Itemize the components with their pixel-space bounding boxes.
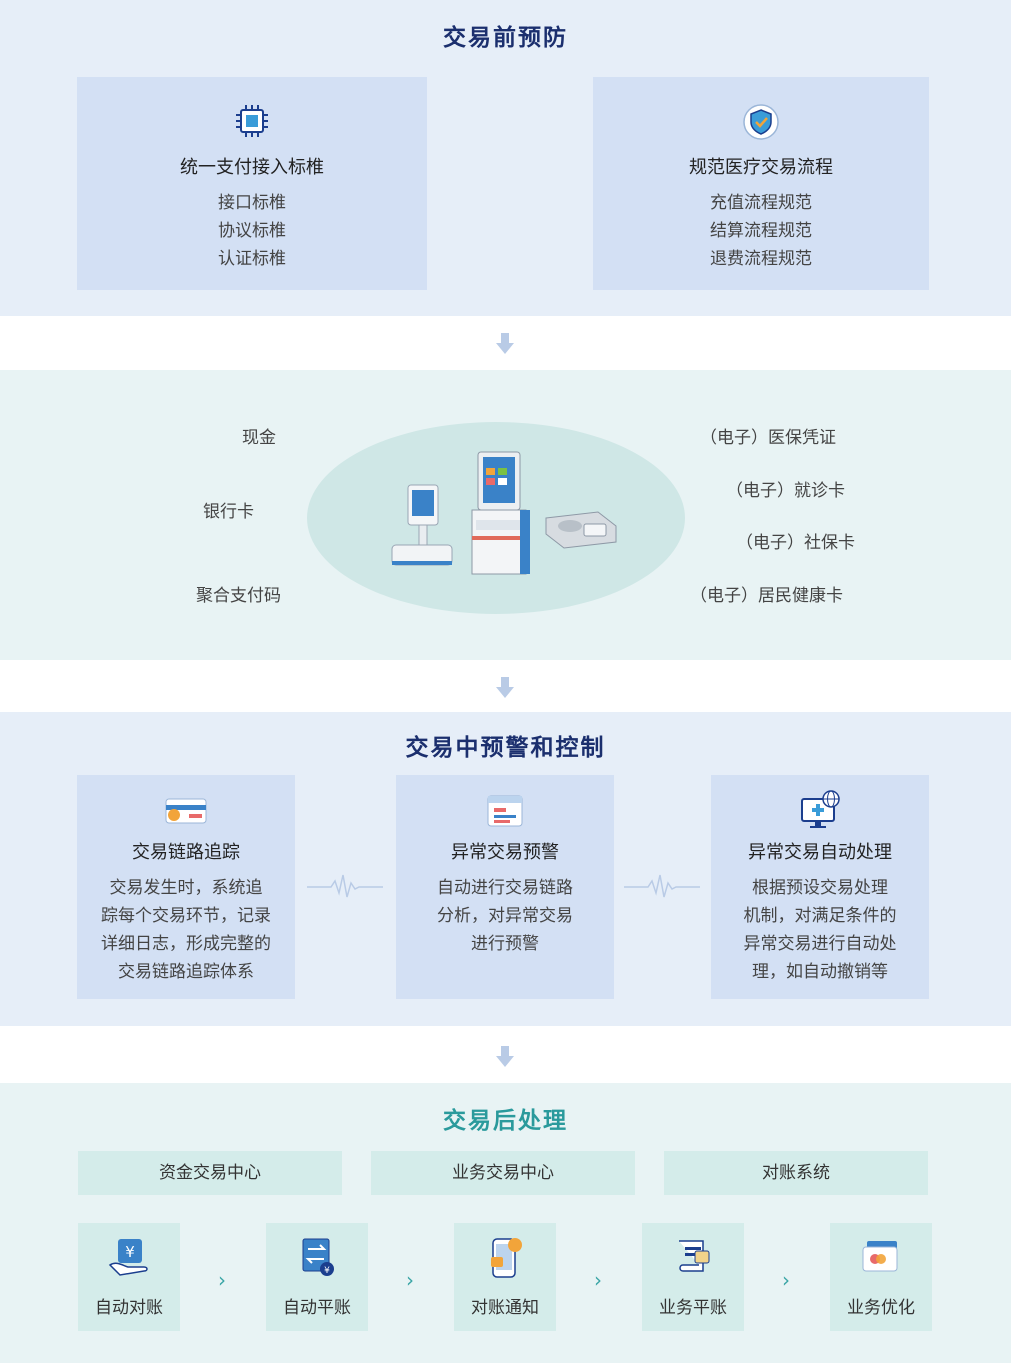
card-line: 退费流程规范 [710, 249, 812, 269]
card-title: 交易链路追踪 [132, 842, 240, 863]
card-line: 交易发生时，系统追 [109, 878, 263, 898]
card-line: 接口标椎 [218, 193, 286, 213]
system-box: 对账系统 [664, 1151, 928, 1195]
step-label: 业务优化 [847, 1298, 915, 1318]
step-auto-balance: ¥ 自动平账 [266, 1223, 368, 1331]
card-auto-handle: 异常交易自动处理 根据预设交易处理 机制，对满足条件的 异常交易进行自动处 理，… [711, 775, 929, 999]
payment-method-left: 银行卡 [203, 502, 254, 522]
card-line: 认证标椎 [218, 249, 286, 269]
card-line: 机制，对满足条件的 [743, 906, 897, 926]
card-warning: 异常交易预警 自动进行交易链路 分析，对异常交易 进行预警 [396, 775, 614, 999]
chevron-right-icon: › [218, 1268, 226, 1292]
down-arrow-icon [496, 333, 514, 354]
monitor-globe-icon [799, 789, 841, 835]
alert-window-icon [485, 793, 525, 833]
chevron-right-icon: › [782, 1268, 790, 1292]
card-line: 结算流程规范 [710, 221, 812, 241]
shield-check-icon [742, 103, 780, 145]
card-unified-payment: 统一支付接入标椎 接口标椎 协议标椎 认证标椎 [77, 77, 427, 290]
chevron-right-icon: › [406, 1268, 414, 1292]
card-trace: 交易链路追踪 交易发生时，系统追 踪每个交易环节，记录 详细日志，形成完整的 交… [77, 775, 295, 999]
card-line: 自动进行交易链路 [437, 878, 573, 898]
payment-method-left: 现金 [242, 428, 276, 448]
step-label: 自动对账 [95, 1298, 163, 1318]
card-line: 协议标椎 [218, 221, 286, 241]
yen-bag-icon: ¥ [106, 1235, 152, 1283]
step-label: 业务平账 [659, 1298, 727, 1318]
step-business-balance: 业务平账 [642, 1223, 744, 1331]
section-title-in: 交易中预警和控制 [405, 735, 606, 761]
system-box: 资金交易中心 [78, 1151, 342, 1195]
transfer-doc-icon: ¥ [297, 1235, 337, 1283]
section-title-pre: 交易前预防 [443, 25, 568, 51]
system-box: 业务交易中心 [371, 1151, 635, 1195]
card-title: 统一支付接入标椎 [180, 157, 324, 178]
step-business-optimize: 业务优化 [830, 1223, 932, 1331]
phone-notify-icon [485, 1235, 525, 1285]
payment-method-right: （电子）居民健康卡 [690, 586, 843, 606]
chip-icon [234, 103, 270, 143]
section-title-post: 交易后处理 [443, 1108, 568, 1134]
card-line: 分析，对异常交易 [437, 906, 573, 926]
card-line: 交易链路追踪体系 [118, 962, 254, 982]
payment-method-right: （电子）社保卡 [736, 533, 855, 553]
card-line: 踪每个交易环节，记录 [101, 906, 271, 926]
card-line: 进行预警 [471, 934, 539, 954]
card-medical-process: 规范医疗交易流程 充值流程规范 结算流程规范 退费流程规范 [593, 77, 929, 290]
down-arrow-icon [496, 677, 514, 698]
step-reconcile-notice: 对账通知 [454, 1223, 556, 1331]
step-label: 自动平账 [283, 1298, 351, 1318]
card-icon [163, 795, 209, 831]
pulse-wave-icon [307, 874, 383, 898]
card-line: 根据预设交易处理 [752, 878, 888, 898]
payment-method-right: （电子）就诊卡 [726, 481, 845, 501]
step-auto-reconcile: ¥ 自动对账 [78, 1223, 180, 1331]
credit-card-icon [859, 1235, 903, 1283]
svg-text:¥: ¥ [324, 1266, 330, 1276]
card-line: 充值流程规范 [710, 193, 812, 213]
self-service-kiosk-icon [391, 451, 617, 575]
chevron-right-icon: › [594, 1268, 602, 1292]
card-title: 异常交易预警 [451, 842, 559, 863]
svg-text:¥: ¥ [125, 1243, 135, 1261]
card-line: 详细日志，形成完整的 [101, 934, 271, 954]
card-title: 异常交易自动处理 [748, 842, 892, 863]
pulse-wave-icon [624, 874, 700, 898]
card-title: 规范医疗交易流程 [689, 157, 833, 178]
step-label: 对账通知 [471, 1298, 539, 1318]
scroll-icon [671, 1235, 715, 1283]
card-line: 理，如自动撤销等 [752, 962, 888, 982]
down-arrow-icon [496, 1046, 514, 1067]
payment-method-left: 聚合支付码 [196, 586, 281, 606]
payment-method-right: （电子）医保凭证 [700, 428, 836, 448]
card-line: 异常交易进行自动处 [743, 934, 897, 954]
